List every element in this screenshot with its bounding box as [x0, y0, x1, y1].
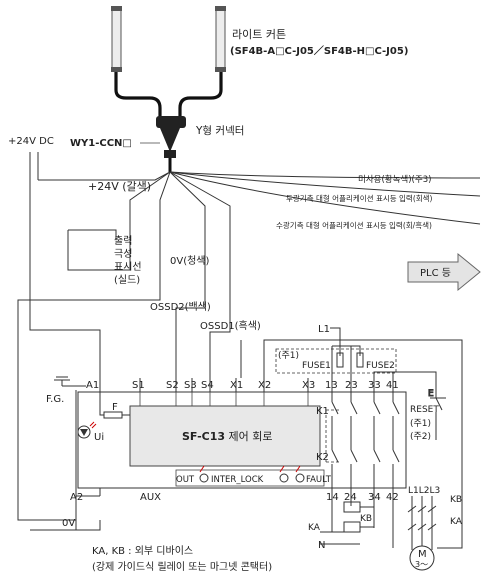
- l1-label: L1: [318, 324, 330, 335]
- interlock-label: INTER_LOCK: [211, 475, 264, 485]
- plc-arrow: [407, 252, 481, 292]
- svg-text:S1: S1: [132, 380, 145, 391]
- y-connector-label: Y형 커넥터: [195, 125, 244, 137]
- ground-symbol: [54, 376, 86, 387]
- svg-text:X3: X3: [302, 380, 315, 391]
- wire-plus24: +24V (갈색): [88, 179, 151, 193]
- bottom-terminal-labels: A2 AUX 14 24 34 42: [70, 492, 399, 503]
- polarity-wire-label: 출력 극성 표시선 (실드): [114, 235, 142, 286]
- wire-receiver-indicator: 수광기측 대형 어플리케이션 표시등 입력(회/흑색): [276, 220, 432, 230]
- controller-outer: [77, 391, 407, 489]
- reset-label: RESET: [410, 405, 439, 415]
- fg-label: F.G.: [46, 394, 64, 405]
- controller-input-lines: [139, 392, 309, 406]
- fuse2-label: FUSE2: [366, 361, 395, 371]
- out-label: OUT: [176, 475, 195, 485]
- ka-coil-label: KA: [308, 523, 321, 533]
- controller-title: SF-C13 제어 회로: [182, 430, 273, 443]
- light-curtain-model: (SF4B-A□C-J05／SF4B-H□C-J05): [230, 44, 408, 57]
- ui-led-icon: [77, 421, 97, 439]
- ground-bus: [30, 390, 101, 531]
- fuse2: [356, 352, 364, 368]
- footer-line2: (강제 가이드식 릴레이 또는 마그넷 콘택터): [92, 560, 272, 573]
- wire-blue: 0V(청색): [170, 255, 210, 267]
- l1l2l3-label: L1L2L3: [408, 486, 440, 496]
- fault-label: FAULT: [306, 475, 332, 485]
- fuse-area: [275, 348, 397, 374]
- reset-note2: (주2): [410, 431, 431, 442]
- svg-text:S3: S3: [184, 380, 197, 391]
- curtain-cables: [114, 72, 223, 118]
- top-terminal-stubs: [99, 378, 394, 392]
- ov-label: 0V: [62, 518, 75, 529]
- reset-switch: E: [373, 371, 446, 440]
- motor-feed: [407, 496, 437, 550]
- coils: [320, 501, 374, 545]
- svg-text:42: 42: [386, 492, 399, 503]
- motor-icon: [409, 545, 435, 571]
- fuse1-label: FUSE1: [302, 361, 331, 371]
- svg-text:표시선: 표시선: [114, 261, 142, 273]
- svg-text:(실드): (실드): [114, 274, 140, 286]
- wire-ossd2: OSSD2(백색): [150, 301, 211, 313]
- plc-label: PLC 등: [420, 267, 451, 279]
- fuse1: [336, 352, 344, 368]
- svg-text:A2: A2: [70, 492, 83, 503]
- svg-text:S2: S2: [166, 380, 179, 391]
- reset-note1: (주1): [410, 418, 431, 429]
- y-connector: [156, 116, 186, 172]
- light-curtain-emitter: [111, 6, 122, 72]
- ka-label-right: KA: [450, 517, 463, 527]
- svg-text:24: 24: [344, 492, 357, 503]
- motor-phase: 3～: [415, 560, 428, 569]
- wire-ossd1: OSSD1(흑색): [200, 319, 261, 332]
- motor-label: M: [418, 549, 427, 560]
- supply-24v-label: +24V DC: [8, 136, 54, 147]
- fuse-f-label: F: [112, 402, 118, 413]
- svg-text:13: 13: [325, 380, 338, 391]
- cable-model-label: WY1-CCN□: [70, 138, 132, 149]
- svg-text:A1: A1: [86, 380, 99, 391]
- svg-text:S4: S4: [201, 380, 214, 391]
- kb-coil-label: KB: [360, 514, 372, 524]
- controller-inner: [129, 405, 321, 467]
- top-terminal-labels: A1 S1 S2 S3 S4 X1 X2 X3 13 23 33 41: [86, 380, 399, 391]
- output-wiring: [240, 339, 463, 549]
- k1-contacts: [331, 392, 400, 440]
- wire-unused: 미사용(황녹색)(주3): [358, 174, 431, 185]
- light-curtain-receiver: [215, 6, 226, 72]
- svg-text:AUX: AUX: [140, 492, 161, 503]
- svg-text:E: E: [428, 389, 434, 399]
- wire-emitter-indicator: 투광기측 대형 어플리케이션 표시등 입력(회색): [286, 193, 433, 203]
- svg-text:극성: 극성: [114, 248, 132, 260]
- k2-label: K2: [316, 452, 329, 463]
- fuse-note: (주1): [278, 350, 299, 361]
- wire-fanout: [17, 171, 481, 521]
- ui-label: Ui: [94, 432, 104, 443]
- kb-label-right: KB: [450, 495, 462, 505]
- svg-text:X1: X1: [230, 380, 243, 391]
- light-curtain-title: 라이트 커튼: [232, 28, 286, 41]
- output-leds: [175, 465, 325, 487]
- n-label: N: [318, 540, 325, 551]
- svg-text:출력: 출력: [114, 235, 132, 247]
- svg-text:41: 41: [386, 380, 399, 391]
- k2-contacts: [331, 440, 400, 488]
- k1-label: K1: [316, 406, 329, 417]
- svg-text:X2: X2: [258, 380, 271, 391]
- relay-link: [325, 409, 340, 463]
- footer-line1: KA, KB : 외부 디바이스: [92, 545, 193, 557]
